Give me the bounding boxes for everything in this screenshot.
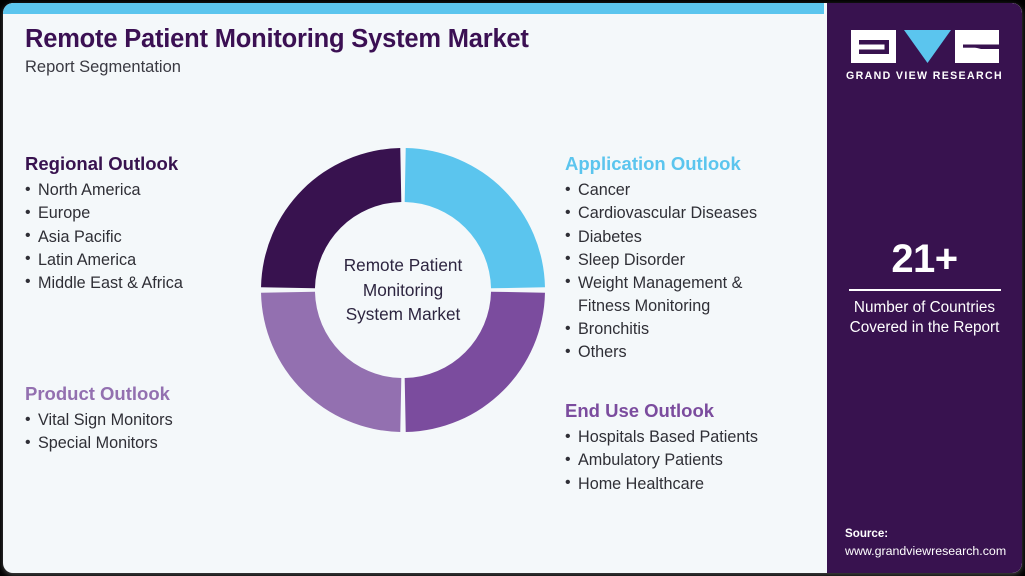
list-item: Middle East & Africa (25, 271, 275, 295)
product-outlook-list: Vital Sign Monitors Special Monitors (25, 409, 275, 455)
list-item: Special Monitors (25, 432, 275, 455)
list-item: Asia Pacific (25, 225, 275, 249)
section-product-outlook: Product Outlook Vital Sign Monitors Spec… (25, 383, 275, 456)
stat-divider (848, 289, 1001, 291)
list-item: Vital Sign Monitors (25, 409, 275, 432)
top-accent-bar (3, 3, 824, 14)
list-item: Ambulatory Patients (565, 449, 825, 472)
stat-number: 21+ (891, 237, 958, 281)
section-end-use-outlook: End Use Outlook Hospitals Based Patients… (565, 400, 825, 496)
donut-chart-svg (261, 148, 545, 432)
donut-segment (261, 291, 402, 432)
regional-outlook-heading: Regional Outlook (25, 153, 179, 174)
list-item: Bronchitis (565, 318, 825, 341)
end-use-outlook-heading: End Use Outlook (565, 400, 715, 421)
donut-segment (404, 291, 545, 432)
page-title: Remote Patient Monitoring System Market (25, 25, 529, 53)
list-item: Diabetes (565, 225, 825, 249)
application-outlook-heading: Application Outlook (565, 153, 741, 174)
brand-logo: GRAND VIEW RESEARCH (827, 30, 1022, 82)
list-item: North America (25, 179, 275, 202)
page-subtitle: Report Segmentation (25, 57, 181, 76)
donut-segment (261, 148, 402, 289)
section-application-outlook: Application Outlook Cancer Cardiovascula… (565, 153, 825, 364)
source-label: Source: (845, 527, 889, 541)
brand-logo-text: GRAND VIEW RESEARCH (846, 70, 1003, 82)
list-item: Cancer (565, 179, 825, 202)
application-outlook-list: Cancer Cardiovascular Diseases Diabetes … (565, 179, 825, 364)
list-item: Latin America (25, 248, 275, 272)
stat-countries: 21+ Number of Countries Covered in the R… (827, 238, 1022, 338)
list-item: Weight Management & Fitness Monitoring (565, 271, 825, 318)
report-card: Remote Patient Monitoring System Market … (3, 3, 1022, 573)
end-use-outlook-list: Hospitals Based Patients Ambulatory Pati… (565, 426, 825, 495)
list-item: Others (565, 341, 825, 364)
list-item: Sleep Disorder (565, 248, 825, 272)
product-outlook-heading: Product Outlook (25, 383, 170, 404)
donut-chart: Remote Patient Monitoring System Market (258, 145, 548, 435)
side-panel: GRAND VIEW RESEARCH 21+ Number of Countr… (827, 3, 1022, 573)
list-item: Hospitals Based Patients (565, 426, 825, 449)
header: Remote Patient Monitoring System Market … (25, 25, 805, 77)
section-regional-outlook: Regional Outlook North America Europe As… (25, 153, 275, 295)
source-url: www.grandviewresearch.com (845, 543, 1007, 558)
list-item: Europe (25, 202, 275, 225)
donut-segment (404, 148, 545, 289)
list-item: Cardiovascular Diseases (565, 202, 825, 225)
source-block: Source: www.grandviewresearch.com (845, 526, 1020, 559)
list-item: Home Healthcare (565, 472, 825, 496)
regional-outlook-list: North America Europe Asia Pacific Latin … (25, 179, 275, 295)
gvr-logo-icon (850, 30, 999, 63)
stat-caption: Number of Countries Covered in the Repor… (849, 299, 1000, 336)
